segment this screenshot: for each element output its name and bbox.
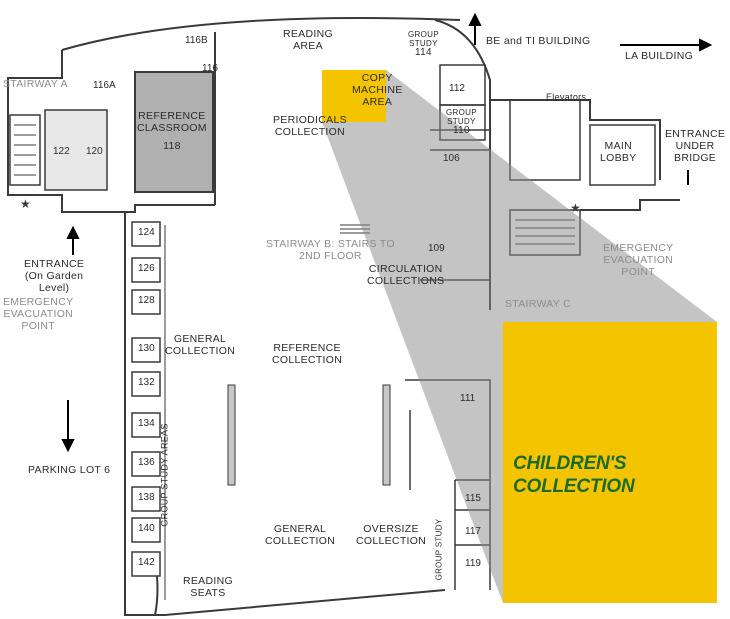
group-study-areas-label: GROUP STUDY AREAS (159, 423, 170, 527)
room-119: 119 (465, 558, 481, 569)
parking-lot-label: PARKING LOT 6 (28, 464, 111, 476)
reference-classroom-room (134, 71, 214, 193)
top-curved-wall (61, 17, 461, 51)
childrens-collection-box (503, 322, 717, 603)
childrens-collection-title: CHILDREN'S COLLECTION (513, 453, 635, 497)
bottom-curved-wall (164, 589, 446, 616)
room-126: 126 (138, 263, 155, 274)
room-111: 111 (460, 393, 476, 404)
left-upper-wall (7, 50, 215, 213)
group-study-vertical-label: GROUP STUDY (434, 518, 444, 581)
stairway-a-shape (9, 114, 41, 186)
room-136: 136 (138, 457, 155, 468)
room-115: 115 (465, 493, 481, 504)
elevators-label: Elevators (546, 92, 587, 102)
stairway-a-label: STAIRWAY A (3, 78, 68, 90)
room-124: 124 (138, 227, 155, 238)
star-icon-left: ★ (20, 197, 31, 211)
room-128: 128 (138, 295, 155, 306)
star-icon-right: ★ (570, 201, 581, 215)
restroom-block (44, 109, 108, 191)
room-106: 106 (443, 153, 460, 164)
stairway-c-label: STAIRWAY C (505, 298, 572, 310)
room-117: 117 (465, 526, 481, 537)
room-112: 112 (449, 83, 465, 94)
room-134: 134 (138, 418, 155, 429)
room-116b: 116B (185, 35, 208, 46)
be-ti-building-label: BE and TI BUILDING (486, 35, 591, 47)
room-142: 142 (138, 557, 155, 568)
room-120: 120 (86, 146, 103, 157)
room-122: 122 (53, 146, 70, 157)
right-curved-wall (434, 19, 491, 310)
room-109: 109 (428, 243, 445, 254)
room-138: 138 (138, 492, 155, 503)
left-wall (124, 212, 165, 616)
room-116a: 116A (93, 80, 116, 91)
room-140: 140 (138, 523, 155, 534)
room-130: 130 (138, 343, 155, 354)
highlight-marker (322, 70, 386, 122)
room-132: 132 (138, 377, 155, 388)
la-building-label: LA BUILDING (625, 50, 694, 62)
room-116: 116 (202, 63, 218, 74)
